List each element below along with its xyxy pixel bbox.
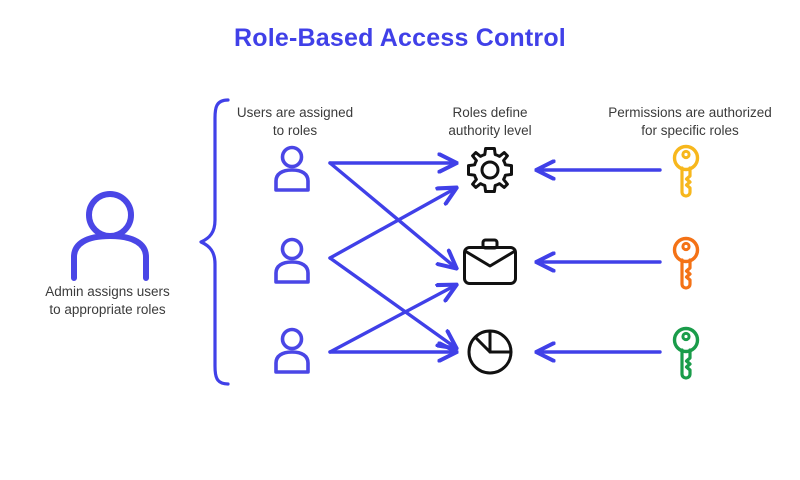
key-icon-2: [669, 236, 703, 290]
page-title: Role-Based Access Control: [234, 24, 566, 52]
column-header-permissions: Permissions are authorized for specific …: [590, 104, 790, 140]
key-icon-1: [669, 144, 703, 198]
column-header-roles: Roles define authority level: [420, 104, 560, 140]
key-icon-3: [669, 326, 703, 380]
column-header-users-line1: Users are assigned: [236, 105, 354, 120]
user-icon-1: [272, 145, 312, 193]
admin-user-icon: [60, 190, 160, 281]
user-icon-3: [272, 327, 312, 375]
users-group-brace: [198, 96, 234, 388]
admin-caption: Admin assigns users to appropriate roles: [10, 283, 205, 319]
arrow-user2-to-role1: [328, 188, 456, 260]
column-header-roles-line2: authority level: [448, 123, 532, 138]
column-header-roles-line1: Roles define: [452, 105, 528, 120]
arrow-user1-to-role2: [328, 161, 456, 268]
user-icon-2: [272, 237, 312, 285]
column-header-permissions-line1: Permissions are authorized: [608, 105, 772, 120]
arrow-user3-to-role2: [328, 285, 456, 354]
column-header-users-line2: to roles: [272, 123, 318, 138]
briefcase-icon: [462, 238, 518, 286]
arrow-user2-to-role3: [328, 256, 456, 348]
admin-caption-line1: Admin assigns users: [45, 284, 170, 299]
gear-icon: [465, 145, 515, 195]
column-header-users: Users are assigned to roles: [215, 104, 375, 140]
pie-chart-icon: [466, 328, 514, 376]
column-header-permissions-line2: for specific roles: [641, 123, 739, 138]
admin-caption-line2: to appropriate roles: [49, 302, 166, 317]
